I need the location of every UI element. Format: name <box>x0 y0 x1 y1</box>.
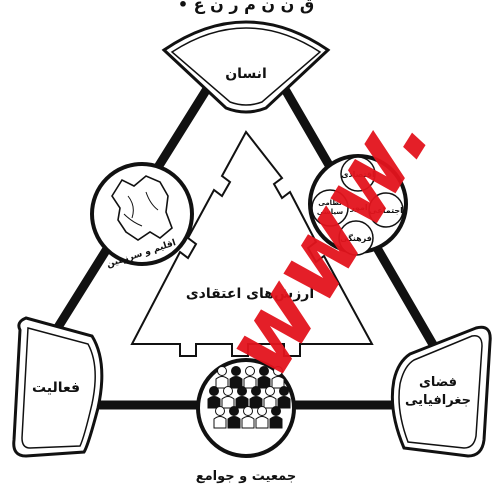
person-body <box>228 417 240 429</box>
person-body <box>278 397 290 409</box>
person-head <box>210 387 219 396</box>
population-label: جمعیت و جوامع <box>196 469 297 484</box>
person-head <box>224 387 233 396</box>
person-head <box>272 407 281 416</box>
person-body <box>244 377 256 389</box>
person-body <box>208 397 220 409</box>
person-body <box>270 417 282 429</box>
person-head <box>244 407 253 416</box>
person-head <box>218 367 227 376</box>
top-partial-text: • ق ن ن م ر ن ع <box>178 0 314 14</box>
human-label: انسان <box>225 66 267 82</box>
geo-space-label-line2: جغرافیایی <box>405 393 471 408</box>
person-head <box>230 407 239 416</box>
person-head <box>238 387 247 396</box>
person-body <box>242 417 254 429</box>
person-head <box>258 407 267 416</box>
person-body <box>264 397 276 409</box>
person-body <box>222 397 234 409</box>
person-head <box>266 387 275 396</box>
person-head <box>216 407 225 416</box>
person-body <box>230 377 242 389</box>
person-body <box>216 377 228 389</box>
activity-label: فعالیت <box>32 380 80 396</box>
person-body <box>214 417 226 429</box>
person-head <box>232 367 241 376</box>
person-head <box>252 387 261 396</box>
person-body <box>250 397 262 409</box>
person-body <box>236 397 248 409</box>
person-body <box>256 417 268 429</box>
geo-space-label-line1: فضای <box>419 375 457 390</box>
